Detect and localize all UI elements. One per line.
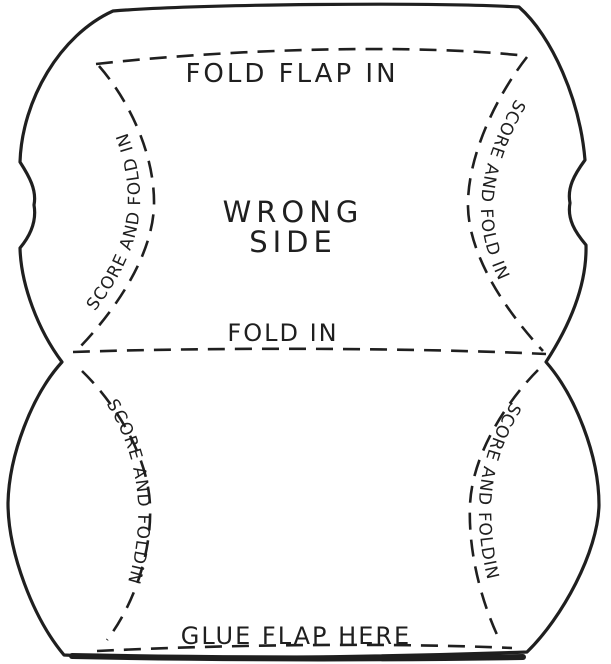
glue-flap-label: GLUE FLAP HERE <box>181 622 411 650</box>
top-flap-fold-line <box>95 47 528 66</box>
lower-right-score-line <box>468 369 539 642</box>
fold-lines-group <box>72 47 547 653</box>
middle-fold-label: FOLD IN <box>227 319 338 347</box>
wrong-side-label-line1: WRONG <box>223 195 364 229</box>
template-outline <box>6 2 601 660</box>
lower-left-score-line <box>81 370 152 641</box>
upper-left-score-text: SCORE AND FOLD IN <box>83 130 145 315</box>
lower-left-score-label: SCORE AND FOLDIN <box>102 396 152 587</box>
lower-right-score-text: SCORE AND FOLDIN <box>474 399 525 582</box>
upper-left-score-label: SCORE AND FOLD IN <box>83 130 144 315</box>
labels-group: FOLD FLAP IN SCORE AND FOLD IN SCORE AND… <box>83 59 529 650</box>
cut-outline-group <box>6 2 601 662</box>
wrong-side-label-line2: SIDE <box>249 225 337 259</box>
bottom-glue-fold-line <box>96 643 513 653</box>
upper-right-score-label: SCORE AND FOLD IN <box>476 96 528 284</box>
middle-fold-line <box>72 347 547 356</box>
lower-left-score-text: SCORE AND FOLDIN <box>102 396 153 587</box>
bottom-edge-line <box>69 653 526 662</box>
upper-right-score-line <box>466 56 544 352</box>
upper-right-score-text: SCORE AND FOLD IN <box>476 96 529 284</box>
lower-right-score-label: SCORE AND FOLDIN <box>474 399 524 582</box>
top-flap-fold-label: FOLD FLAP IN <box>185 59 398 89</box>
